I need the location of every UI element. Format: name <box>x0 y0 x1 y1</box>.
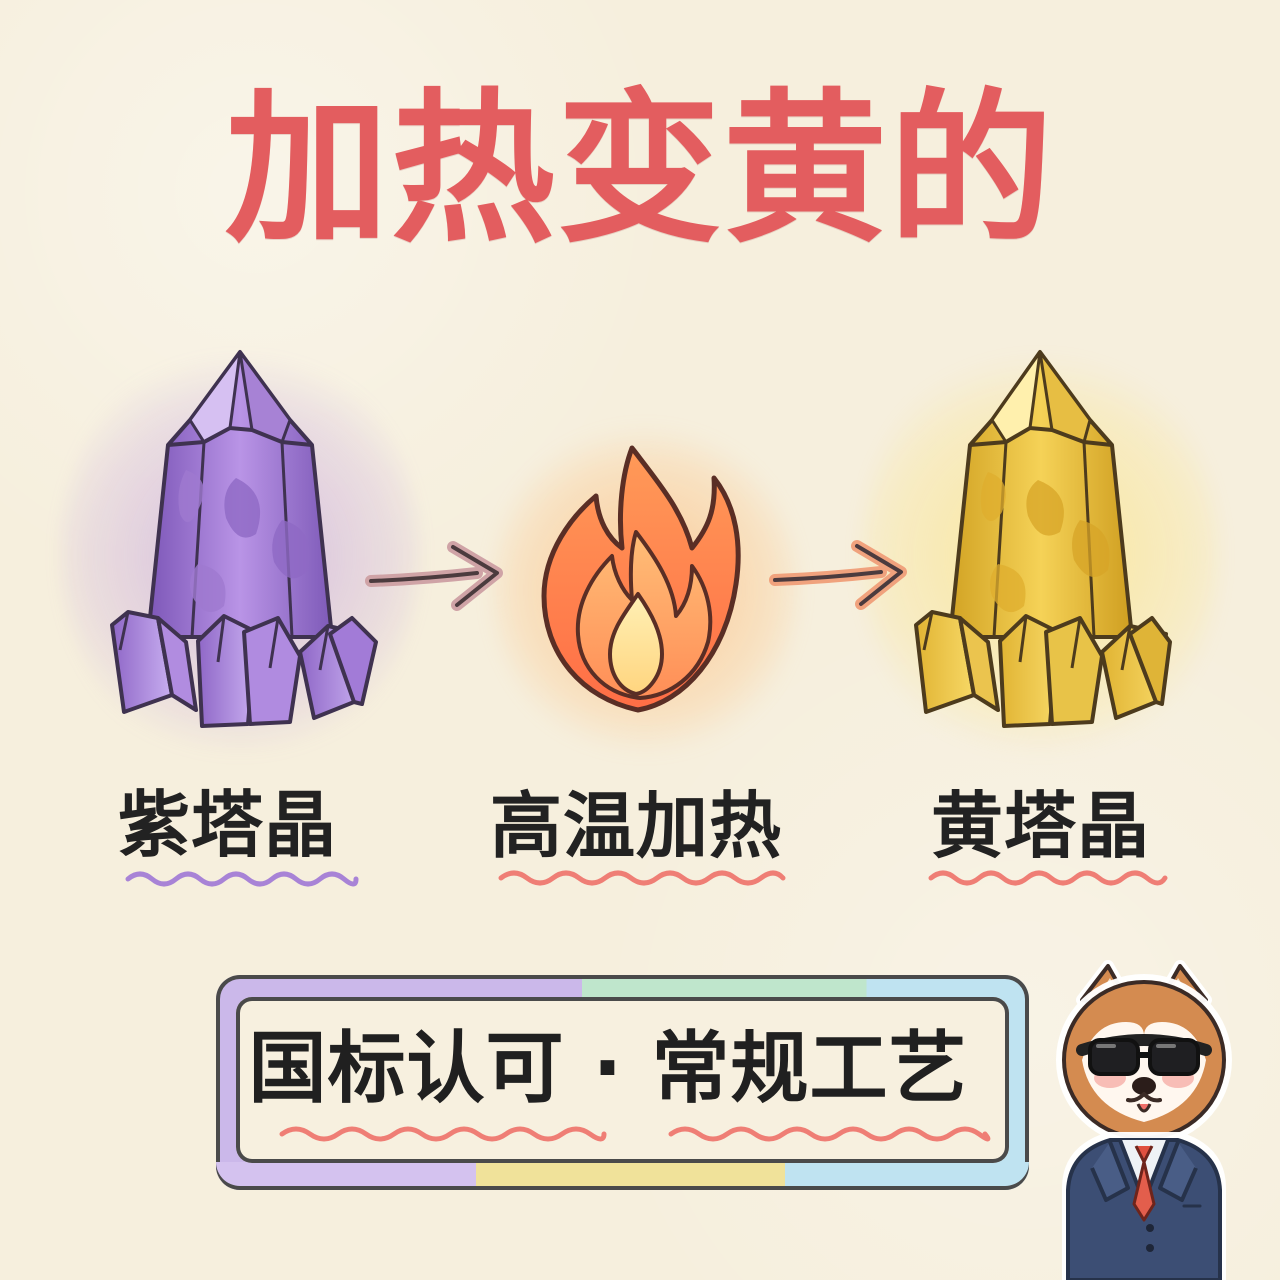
page-title: 加热变黄的 <box>224 74 1055 265</box>
step-label-heating: 高温加热 <box>490 784 783 868</box>
coral-squiggle <box>928 870 1168 886</box>
coral-squiggle <box>498 870 786 886</box>
purple-crystal-icon <box>110 350 378 728</box>
shiba-inu-mascot-icon <box>1056 960 1232 1280</box>
coral-squiggle <box>668 1126 991 1142</box>
step-label-purple-crystal: 紫塔晶 <box>118 783 338 867</box>
flame-icon <box>541 445 741 713</box>
step-label-yellow-crystal: 黄塔晶 <box>931 784 1151 868</box>
arrow-right-icon <box>365 541 503 611</box>
yellow-crystal-icon <box>914 350 1172 728</box>
purple-squiggle <box>125 871 359 887</box>
banner-text: 国标认可 · 常规工艺 <box>248 1024 968 1114</box>
arrow-right-icon <box>769 540 907 610</box>
coral-squiggle <box>279 1126 607 1142</box>
